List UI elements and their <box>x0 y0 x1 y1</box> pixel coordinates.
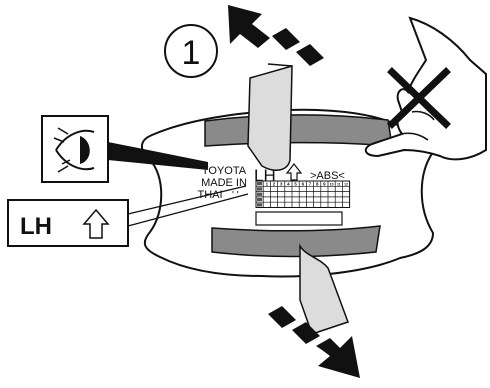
dashed-arrow-up-left-icon <box>228 5 324 66</box>
up-arrow-icon <box>285 163 303 181</box>
eye-callout <box>41 115 208 183</box>
label-side-text: LH <box>254 166 276 185</box>
callout-side-text: LH <box>20 213 52 240</box>
grid-month-number: 3 <box>280 182 283 187</box>
grid-month-number: 1 <box>266 182 269 187</box>
grid-year-cell <box>257 203 263 207</box>
grid-month-number: 8 <box>316 182 319 187</box>
grid-year-cell <box>257 182 263 186</box>
grid-month-number: 7 <box>309 182 312 187</box>
grid-month-number: 12 <box>344 183 348 187</box>
label-abs-text: >ABS< <box>310 170 345 182</box>
eye-icon <box>53 127 95 173</box>
maker-line-1: TOYOTA <box>202 165 247 177</box>
maker-line-2: MADE IN <box>201 177 247 189</box>
grid-month-number: 6 <box>302 182 305 187</box>
tab-edge <box>267 63 293 67</box>
step-number: 1 <box>182 34 201 72</box>
maker-line-3-obscured: ' ' <box>232 190 239 201</box>
upper-adhesive-band <box>204 114 393 147</box>
up-arrow-icon <box>82 208 110 239</box>
grid-year-cell <box>257 192 263 196</box>
grid-year-cell <box>257 197 263 202</box>
grid-month-number: 10 <box>330 183 334 187</box>
blank-label-box <box>255 211 343 226</box>
grid-month-number: 11 <box>337 183 341 187</box>
step-number-badge: 1 <box>164 24 218 78</box>
x-mark-icon <box>387 67 451 129</box>
upper-peel-tab <box>247 64 293 172</box>
grid-month-number: 9 <box>323 182 326 187</box>
grid-month-number: 4 <box>287 182 290 187</box>
lower-adhesive-band <box>211 225 381 258</box>
eye-view-beam <box>108 142 208 170</box>
grid-month-number: 5 <box>294 182 297 187</box>
grid-frame <box>255 180 351 208</box>
side-callout: LH <box>7 185 249 247</box>
grid-month-number: 2 <box>273 182 276 187</box>
dashed-arrow-down-right-icon <box>268 306 360 378</box>
callout-leader-bottom <box>127 193 249 227</box>
lower-peel-tab <box>299 243 349 335</box>
callout-leader-top <box>127 185 247 215</box>
grid-year-cell <box>257 187 263 191</box>
